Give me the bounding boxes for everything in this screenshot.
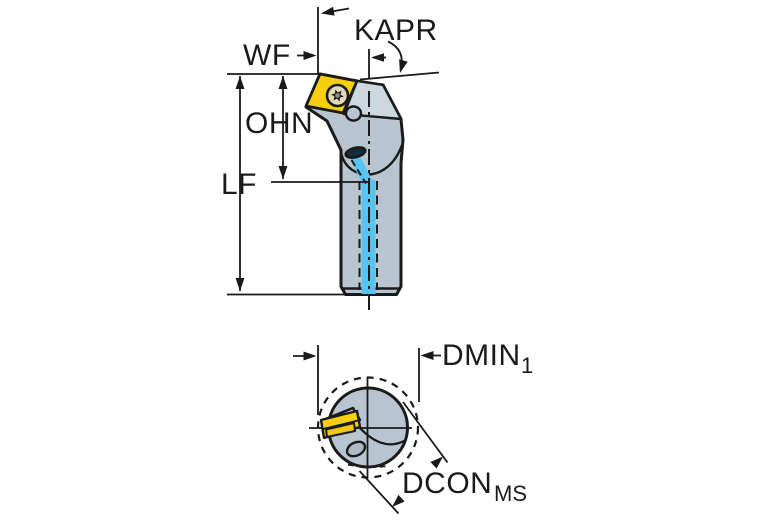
side-view: WF KAPR OHN LF bbox=[221, 6, 440, 310]
kapr-arc-arrow bbox=[399, 59, 408, 73]
coolant-jet-hidden-line bbox=[350, 159, 367, 185]
coolant-exit-hole bbox=[344, 146, 367, 159]
insert-face-detail bbox=[325, 422, 356, 438]
insert-edge-line bbox=[322, 419, 359, 430]
lf-arrow-down bbox=[235, 278, 245, 291]
torx-screw bbox=[325, 83, 350, 108]
ohn-arrow-up bbox=[278, 76, 288, 89]
dmin-right-arrow bbox=[420, 351, 434, 360]
lf-label: LF bbox=[221, 168, 257, 201]
wf-arrow bbox=[303, 51, 317, 60]
head-profile-curve bbox=[358, 426, 407, 446]
dcon-upper-arrow bbox=[430, 456, 443, 469]
dmin-label: DMIN bbox=[442, 339, 521, 372]
dcon-lower-tangent-line bbox=[358, 470, 400, 515]
insert-corner-pin bbox=[344, 105, 363, 122]
coolant-hole-end-view bbox=[345, 440, 367, 458]
kapr-label: KAPR bbox=[354, 14, 438, 47]
ohn-arrow-down bbox=[278, 166, 288, 179]
dcon-subscript: MS bbox=[494, 481, 527, 506]
hidden-flat-line bbox=[347, 463, 390, 468]
end-view-arrowheads bbox=[303, 351, 443, 507]
wf-label: WF bbox=[243, 39, 291, 72]
lf-arrow-up bbox=[235, 76, 245, 89]
kapr-pointer-arrow bbox=[321, 6, 335, 16]
ohn-label: OHN bbox=[245, 107, 313, 140]
side-view-arrowheads bbox=[235, 6, 408, 291]
dmin-subscript: 1 bbox=[521, 353, 533, 378]
dcon-upper-tangent-line bbox=[402, 401, 449, 464]
coolant-jet bbox=[349, 153, 373, 185]
edge-reference-line bbox=[359, 71, 440, 81]
dcon-label: DCON bbox=[402, 467, 492, 500]
kapr-small-arrow bbox=[371, 53, 384, 62]
dmin-left-arrow bbox=[303, 351, 317, 361]
end-view: DMIN 1 DCON MS bbox=[293, 339, 533, 515]
dcon-lower-arrow bbox=[392, 494, 405, 507]
